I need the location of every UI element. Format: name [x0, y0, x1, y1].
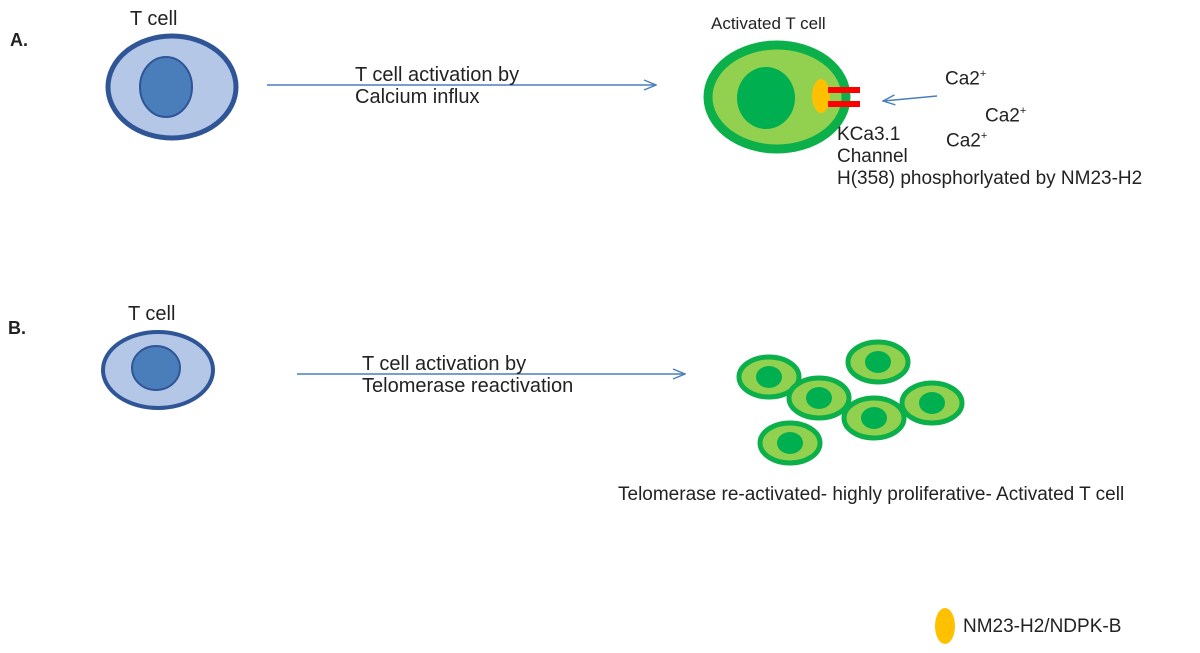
channel-label: KCa3.1 Channel H(358) phosphorlyated by …	[837, 124, 1142, 190]
panel-b-arrow-text: T cell activation by Telomerase reactiva…	[362, 353, 573, 397]
channel-label-line3: H(358) phosphorlyated by NM23-H2	[837, 168, 1143, 189]
resting-t-cell-b	[101, 330, 215, 410]
legend-label: NM23-H2/NDPK-B	[963, 616, 1122, 637]
proliferating-cell	[899, 380, 965, 426]
channel-label-line1: KCa3.1	[837, 124, 901, 145]
panel-a-arrow-text-line2: Calcium influx	[355, 86, 480, 108]
resting-t-cell-a	[105, 33, 239, 141]
legend-nm23-marker	[935, 608, 955, 644]
panel-b-t-cell-label: T cell	[128, 303, 176, 325]
proliferating-cell	[841, 395, 907, 441]
proliferating-cell	[757, 420, 823, 466]
proliferating-cells	[736, 339, 965, 466]
calcium-ion-3: Ca2+	[946, 130, 988, 152]
calcium-ion-1: Ca2+	[945, 68, 987, 90]
nm23-marker	[812, 79, 830, 113]
calcium-influx-arrow	[883, 96, 938, 101]
panel-a-arrow-text-line1: T cell activation by	[355, 64, 520, 86]
panel-b-arrow-text-line1: T cell activation by	[362, 353, 527, 375]
panel-b-arrow-text-line2: Telomerase reactivation	[362, 375, 574, 397]
activated-t-cell-label: Activated T cell	[711, 14, 826, 33]
panel-b-label: B.	[8, 318, 26, 338]
proliferating-cell	[845, 339, 911, 385]
activated-t-cell-a	[703, 40, 851, 154]
calcium-ion-2: Ca2+	[985, 105, 1027, 127]
panel-a-label: A.	[10, 30, 28, 50]
panel-a-t-cell-label: T cell	[130, 8, 178, 30]
proliferation-caption: Telomerase re-activated- highly prolifer…	[618, 484, 1125, 505]
channel-label-line2: Channel	[837, 146, 908, 167]
proliferating-cell	[786, 375, 852, 421]
proliferating-cell	[736, 354, 802, 400]
kca31-channel	[828, 87, 860, 107]
panel-a-arrow-text: T cell activation by Calcium influx	[355, 64, 519, 108]
